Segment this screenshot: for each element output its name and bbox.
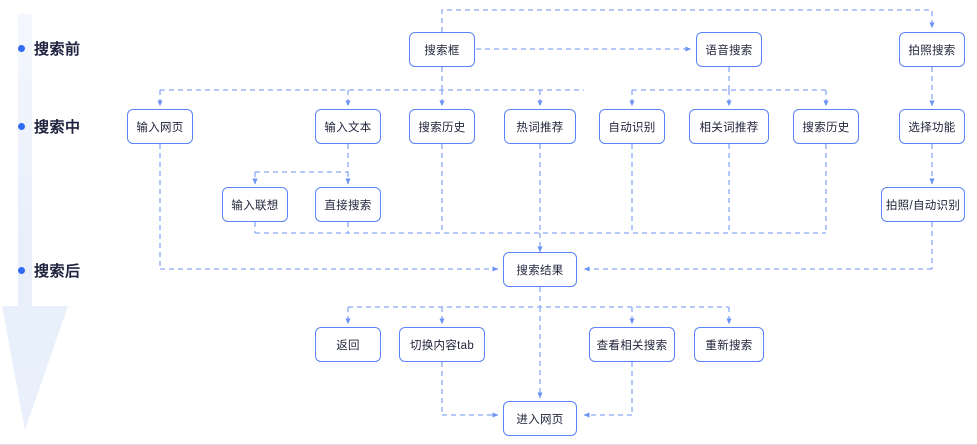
stage-bullet-icon [18, 45, 25, 52]
stage-bullet-icon [18, 267, 25, 274]
stage-label-text: 搜索后 [34, 263, 81, 280]
node-related-words[interactable]: 相关词推荐 [689, 109, 769, 144]
node-input-suggest[interactable]: 输入联想 [222, 187, 288, 222]
node-enter-page[interactable]: 进入网页 [503, 401, 577, 436]
stage-label-text: 搜索中 [34, 119, 81, 136]
node-input-text[interactable]: 输入文本 [315, 109, 381, 144]
node-search-result[interactable]: 搜索结果 [503, 252, 577, 287]
node-auto-recognize[interactable]: 自动识别 [599, 109, 665, 144]
node-voice-search[interactable]: 语音搜索 [696, 32, 762, 67]
node-view-related[interactable]: 查看相关搜索 [589, 327, 675, 362]
node-photo-auto[interactable]: 拍照/自动识别 [881, 187, 965, 222]
node-back[interactable]: 返回 [315, 327, 381, 362]
node-search-history-2[interactable]: 搜索历史 [793, 109, 859, 144]
stage-label-pre: 搜索前 [18, 38, 81, 59]
stage-label-mid: 搜索中 [18, 116, 81, 137]
stage-label-text: 搜索前 [34, 41, 81, 58]
node-search-box[interactable]: 搜索框 [409, 32, 475, 67]
node-direct-search[interactable]: 直接搜索 [315, 187, 381, 222]
stage-label-post: 搜索后 [18, 260, 81, 281]
node-hot-words[interactable]: 热词推荐 [504, 109, 576, 144]
node-photo-search[interactable]: 拍照搜索 [899, 32, 965, 67]
node-input-url[interactable]: 输入网页 [127, 109, 193, 144]
node-search-history-1[interactable]: 搜索历史 [409, 109, 475, 144]
node-choose-function[interactable]: 选择功能 [899, 109, 965, 144]
node-search-again[interactable]: 重新搜索 [694, 327, 764, 362]
stage-bullet-icon [18, 123, 25, 130]
node-switch-tab[interactable]: 切换内容tab [399, 327, 485, 362]
